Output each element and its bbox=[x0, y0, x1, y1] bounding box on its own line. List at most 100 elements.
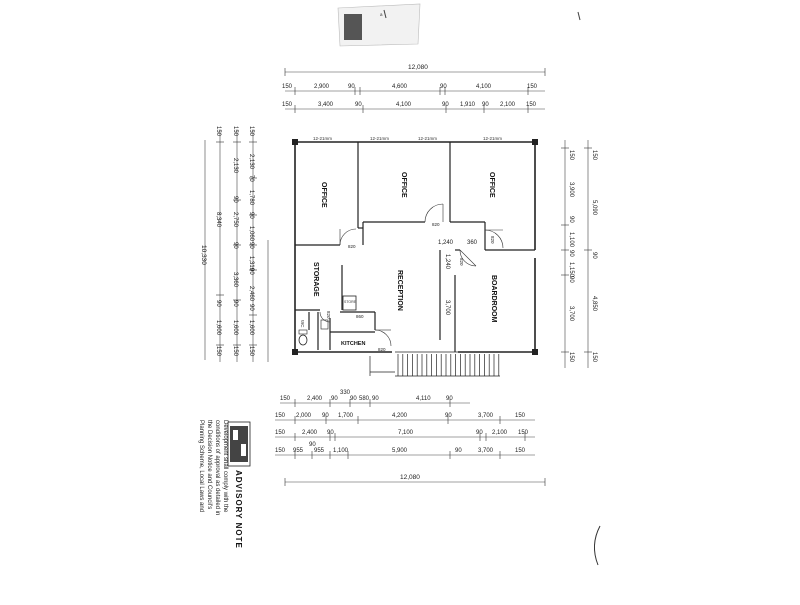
bot-r2-h: 150 bbox=[515, 413, 526, 419]
toilet-icon bbox=[298, 334, 308, 346]
top-r1-b: 2,900 bbox=[314, 84, 330, 90]
advisory-line-3: the Decision Notice and Council's bbox=[206, 420, 212, 509]
building-outline bbox=[292, 139, 538, 355]
bot-r3-g: 150 bbox=[518, 430, 529, 436]
left-c1-e: 150 bbox=[215, 346, 221, 357]
bot-r3-f: 2,100 bbox=[492, 430, 508, 436]
bot-r3-a: 150 bbox=[275, 430, 286, 436]
right-dimensions: 150 3,900 90 1,100 90 1,150 90 3,700 150… bbox=[561, 140, 597, 368]
left-c3-c: 70 bbox=[248, 175, 254, 182]
bot-r4-f: 5,900 bbox=[392, 448, 408, 454]
left-dimensions: 10,330 150 8,340 90 1,600 150 150 2,130 … bbox=[200, 126, 269, 362]
advisory-line-4: Planning Scheme, Local Laws and bbox=[198, 420, 204, 512]
bot-r1-f: 580 bbox=[359, 396, 370, 402]
left-overall-dim: 10,330 bbox=[200, 245, 207, 265]
top-r1-d: 4,600 bbox=[392, 84, 408, 90]
bot-r4-a: 150 bbox=[275, 448, 286, 454]
right-c2-b: 5,090 bbox=[591, 200, 597, 216]
stamp-text: a bbox=[380, 12, 383, 17]
right-c1-e: 90 bbox=[568, 250, 574, 257]
door-labels: 820 820 820 820 820 820 860 1,240 360 1,… bbox=[326, 222, 495, 352]
room-office-right: OFFICE bbox=[488, 172, 495, 198]
left-c2-a: 150 bbox=[232, 126, 238, 137]
left-c3-h: 1,310 bbox=[248, 256, 254, 272]
bot-r2-f: 90 bbox=[445, 413, 452, 419]
ceiling-height-2: 12-21mm bbox=[370, 136, 389, 141]
bottom-dimensions: 150 2,400 90 330 90 580 90 4,110 90 150 … bbox=[275, 390, 546, 486]
left-c2-g: 90 bbox=[232, 300, 238, 307]
door-size-4: 820 bbox=[459, 258, 464, 266]
left-c2-i: 150 bbox=[232, 346, 238, 357]
ceiling-heights: 12-21mm 12-21mm 12-21mm 12-21mm bbox=[313, 136, 502, 141]
right-c1-c: 90 bbox=[568, 216, 574, 223]
room-office-mid: OFFICE bbox=[400, 172, 407, 198]
room-wc: WC bbox=[300, 320, 305, 328]
bot-overall-dim: 12,080 bbox=[400, 474, 420, 481]
left-c3-b: 2,130 bbox=[248, 154, 254, 170]
bot-r4-i: 150 bbox=[515, 448, 526, 454]
bot-r1-h: 4,110 bbox=[416, 396, 431, 402]
top-r2-a: 150 bbox=[282, 102, 293, 108]
advisory-note: ADVISORY NOTE Development shall comply w… bbox=[198, 420, 251, 549]
bot-r3-c: 90 bbox=[327, 430, 334, 436]
right-c2-d: 4,850 bbox=[591, 296, 597, 312]
top-r1-e: 90 bbox=[440, 84, 447, 90]
door-size-6: 820 bbox=[326, 311, 331, 319]
left-c2-e: 90 bbox=[232, 242, 238, 249]
top-r2-f: 1,910 bbox=[460, 102, 476, 108]
bot-r4-c: 90 bbox=[309, 442, 316, 448]
bot-r1-g: 90 bbox=[372, 396, 379, 402]
door-size-1: 820 bbox=[348, 244, 356, 249]
top-r1-g: 150 bbox=[527, 84, 538, 90]
left-c3-i: 90 bbox=[248, 268, 254, 275]
bot-r1-b: 2,400 bbox=[307, 396, 323, 402]
advisory-line-1: Development shall comply with the bbox=[222, 420, 228, 513]
room-boardroom: BOARDROOM bbox=[490, 275, 497, 323]
door-swings bbox=[319, 203, 504, 347]
left-c3-m: 150 bbox=[248, 346, 254, 357]
right-c2-e: 150 bbox=[591, 352, 597, 363]
top-r2-i: 150 bbox=[526, 102, 537, 108]
top-r2-g: 90 bbox=[482, 102, 489, 108]
right-c1-f: 1,150 bbox=[568, 262, 574, 278]
int-dim-3: 1,240 bbox=[444, 254, 450, 270]
bot-r3-d: 7,100 bbox=[398, 430, 414, 436]
top-r2-d: 4,100 bbox=[396, 102, 412, 108]
bot-r4-b: 955 bbox=[293, 448, 304, 454]
ceiling-height-3: 12-21mm bbox=[418, 136, 437, 141]
left-c2-d: 2,750 bbox=[232, 212, 238, 228]
left-c3-d: 1,780 bbox=[248, 190, 254, 206]
int-dim-1: 1,240 bbox=[438, 240, 454, 246]
door-size-7: 860 bbox=[356, 314, 364, 319]
bot-r1-a: 150 bbox=[280, 396, 291, 402]
left-c3-l: 1,600 bbox=[248, 320, 254, 336]
door-size-2: 820 bbox=[432, 222, 440, 227]
top-r2-b: 3,400 bbox=[318, 102, 334, 108]
left-c3-k: 90 bbox=[248, 304, 254, 311]
top-r1-a: 150 bbox=[282, 84, 293, 90]
top-r1-c: 90 bbox=[348, 84, 355, 90]
left-c3-a: 150 bbox=[248, 126, 254, 137]
bot-r2-a: 150 bbox=[275, 413, 286, 419]
right-c1-g: 90 bbox=[568, 276, 574, 283]
door-size-3: 820 bbox=[490, 236, 495, 244]
left-c2-h: 1,600 bbox=[232, 320, 238, 336]
bot-r2-e: 4,200 bbox=[392, 413, 408, 419]
left-c3-e: 90 bbox=[248, 212, 254, 219]
bot-r1-e: 90 bbox=[350, 396, 357, 402]
stray-mark bbox=[594, 525, 601, 566]
entry-steps bbox=[369, 351, 500, 377]
top-dimensions: 12,080 150 2,900 90 4,600 90 4,100 150 1… bbox=[282, 64, 546, 113]
right-c1-i: 150 bbox=[568, 352, 574, 363]
bot-r4-e: 1,100 bbox=[333, 448, 349, 454]
bot-r2-c: 90 bbox=[322, 413, 329, 419]
left-c1-b: 8,340 bbox=[215, 212, 221, 228]
stamp-mark: a bbox=[337, 3, 421, 47]
bot-r2-g: 3,700 bbox=[478, 413, 494, 419]
ceiling-height-1: 12-21mm bbox=[313, 136, 332, 141]
bot-r1-i: 90 bbox=[446, 396, 453, 402]
door-size-5: 820 bbox=[378, 347, 386, 352]
interior-walls bbox=[295, 142, 535, 352]
left-c3-f: 1,060 bbox=[248, 226, 254, 242]
